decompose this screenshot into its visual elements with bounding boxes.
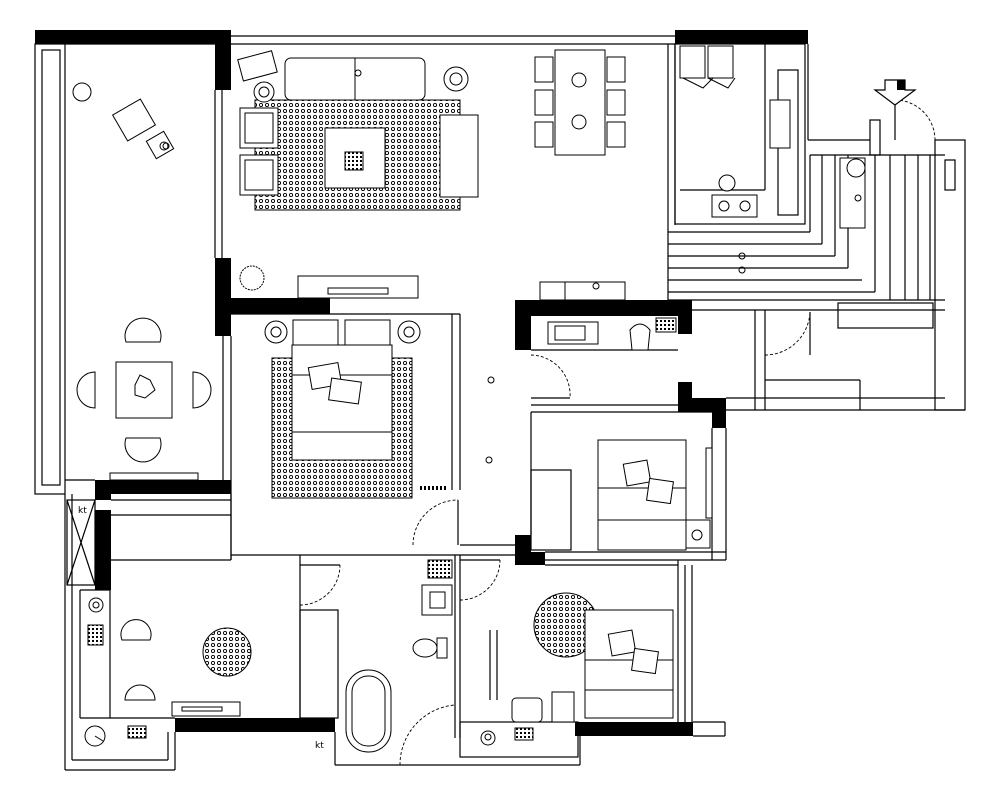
lower-left-room-furniture (84, 619, 252, 747)
master-bedroom-furniture (264, 319, 448, 499)
bedroom2-furniture (597, 439, 713, 551)
light-fixture-icon (592, 282, 600, 290)
walls (35, 30, 808, 736)
light-fixture-icon (487, 376, 495, 384)
kt-label-lower: kt (315, 741, 324, 751)
entry-arrow-icon (873, 79, 917, 106)
light-fixture-icon (738, 266, 746, 274)
light-fixture-icon (484, 733, 492, 741)
balcony-furniture (72, 82, 265, 481)
study-furniture (547, 317, 677, 351)
doors (299, 99, 936, 766)
bedroom3-furniture (480, 592, 674, 746)
light-markers (88, 69, 862, 741)
light-fixture-icon (162, 142, 170, 150)
light-fixture-icon (738, 252, 746, 260)
dining-table (554, 49, 606, 156)
kt-label-upper: kt (78, 506, 87, 516)
thin-walls (34, 35, 966, 771)
desk-chair-icon (629, 323, 651, 351)
light-fixture-icon (854, 194, 862, 202)
light-fixture-icon (354, 69, 362, 77)
toilet-icon (412, 638, 438, 658)
bathroom-fixtures (345, 559, 453, 753)
kitchen-fixtures (679, 45, 866, 229)
living-room-furniture (237, 49, 626, 301)
chef-figure-icon (718, 174, 736, 192)
light-fixture-icon (92, 601, 100, 609)
round-rug (202, 627, 252, 677)
light-fixture-icon (485, 456, 493, 464)
door-leaves (300, 100, 896, 566)
light-fixture-icon (88, 597, 104, 613)
